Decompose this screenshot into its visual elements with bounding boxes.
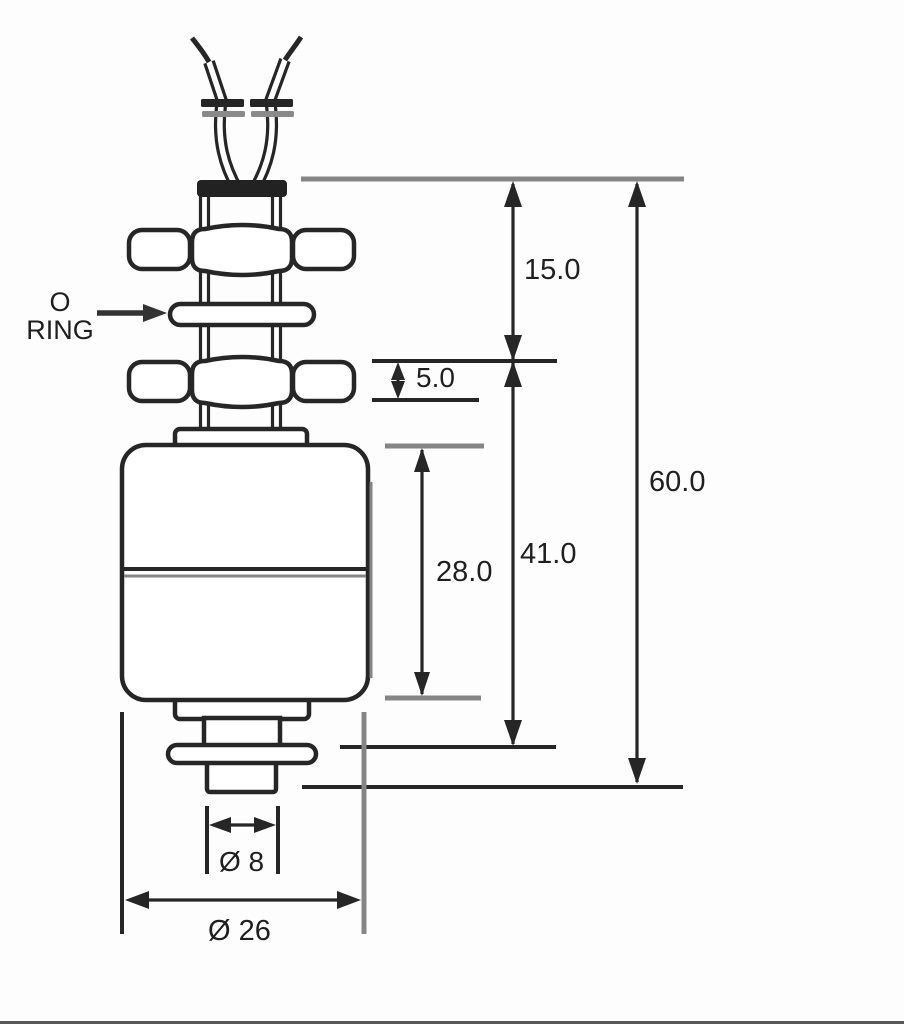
dimension-line-15-41 bbox=[504, 181, 522, 746]
dim-label-15: 15.0 bbox=[524, 254, 581, 286]
retaining-ring bbox=[165, 742, 319, 766]
dim-label-5: 5.0 bbox=[416, 362, 455, 393]
dim-label-28: 28.0 bbox=[436, 556, 493, 588]
o-ring bbox=[167, 301, 317, 328]
o-ring-pointer-arrow bbox=[97, 304, 167, 322]
dimension-line-60 bbox=[628, 181, 646, 784]
float-body bbox=[119, 442, 373, 703]
float-seam bbox=[124, 567, 366, 578]
dimension-line-dia8 bbox=[205, 806, 280, 874]
dim-label-dia26: Ø 26 bbox=[208, 915, 271, 947]
dim-label-60: 60.0 bbox=[649, 466, 706, 498]
hex-nut-lower bbox=[126, 354, 357, 410]
dimension-line-dia26 bbox=[120, 712, 367, 934]
dim-label-41: 41.0 bbox=[520, 538, 577, 570]
dim-label-dia8: Ø 8 bbox=[219, 846, 265, 877]
hex-nut-upper bbox=[126, 222, 357, 278]
wire-break-marks bbox=[201, 99, 294, 117]
dimension-line-28 bbox=[414, 448, 430, 696]
o-ring-label-line2: RING bbox=[26, 315, 94, 346]
o-ring-label-line1: O bbox=[49, 287, 71, 317]
bottom-stem-tip bbox=[204, 759, 279, 795]
cable-entry-cap bbox=[197, 180, 287, 197]
scan-edge-artifact bbox=[0, 1021, 904, 1024]
o-ring-label: O RING bbox=[20, 288, 100, 345]
dimension-line-5 bbox=[391, 362, 405, 399]
